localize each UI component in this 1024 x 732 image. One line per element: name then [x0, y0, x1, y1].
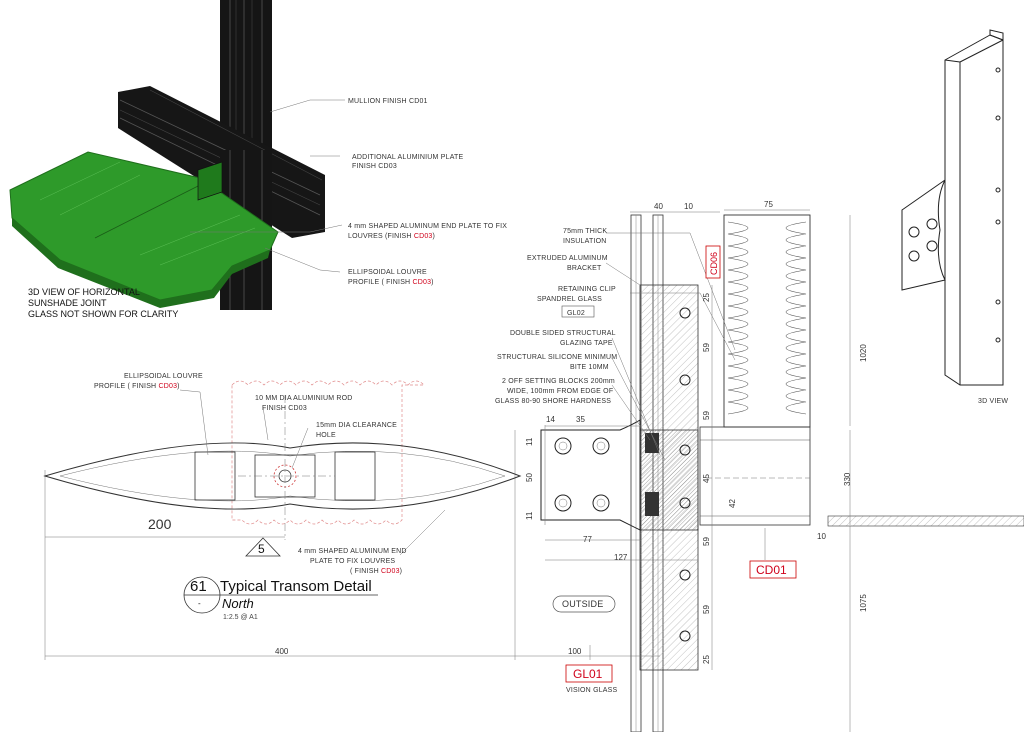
dim-1075: 1075	[859, 594, 868, 612]
label-rod-2: FINISH CD03	[262, 405, 307, 412]
dim-10-slab: 10	[817, 532, 826, 541]
detail-number: 61	[190, 578, 207, 595]
label-insulation-1: 75mm THICK	[563, 228, 607, 235]
bracket-3d-view: 3D VIEW	[901, 29, 1008, 405]
dim-59-d: 59	[702, 605, 711, 614]
label-hole-1: 15mm DIA CLEARANCE	[316, 422, 397, 429]
label-spandrel: SPANDREL GLASS	[537, 296, 602, 303]
dim-11-b: 11	[525, 511, 534, 520]
caption-iso-line1: 3D VIEW OF HORIZONTAL	[28, 287, 140, 297]
label-blocks-1: 2 OFF SETTING BLOCKS 200mm	[502, 378, 615, 385]
dim-59-a: 59	[702, 343, 711, 352]
dim-50: 50	[525, 473, 534, 482]
dim-25-bottom: 25	[702, 655, 711, 664]
detail-scale: 1:2.5 @ A1	[223, 614, 258, 621]
label-endplate-3: ( FINISH CD03)	[350, 568, 402, 575]
label-clip: RETAINING CLIP	[558, 286, 616, 293]
detail-title: Typical Transom Detail	[220, 578, 372, 595]
caption-iso-line2: SUNSHADE JOINT	[28, 298, 107, 308]
title-block: 61 - Typical Transom Detail North 1:2.5 …	[183, 576, 378, 621]
label-bracket-1: EXTRUDED ALUMINUM	[527, 255, 608, 262]
label-insulation-2: INSULATION	[563, 238, 607, 245]
label-prof-2: PROFILE ( FINISH CD03)	[94, 383, 180, 390]
label-blocks-3: GLASS 80-90 SHORE HARDNESS	[495, 398, 611, 405]
label-plate-line1: ADDITIONAL ALUMINIUM PLATE	[352, 154, 464, 161]
dim-127: 127	[614, 553, 628, 562]
dim-25-top: 25	[702, 293, 711, 302]
label-endplate-1: 4 mm SHAPED ALUMINUM END	[298, 548, 407, 555]
dim-400: 400	[275, 647, 289, 656]
label-silicone-1: STRUCTURAL SILICONE MINIMUM	[497, 354, 617, 361]
dim-1020: 1020	[859, 344, 868, 362]
section-detail	[44, 209, 1024, 732]
dim-330: 330	[843, 472, 852, 486]
label-endplate-2: PLATE TO FIX LOUVRES	[310, 558, 395, 565]
dim-35: 35	[576, 415, 585, 424]
louvre-profile-detail	[43, 380, 522, 557]
dim-75: 75	[764, 200, 773, 209]
section-labels: 75mm THICK INSULATION EXTRUDED ALUMINUM …	[275, 200, 868, 694]
dim-59-b: 59	[702, 411, 711, 420]
dim-59-c: 59	[702, 537, 711, 546]
label-blocks-2: WIDE, 100mm FROM EDGE OF	[507, 388, 613, 395]
label-plate-line2: FINISH CD03	[352, 163, 397, 170]
label-vision-glass: VISION GLASS	[566, 687, 618, 694]
dim-77: 77	[583, 535, 592, 544]
dim-40: 40	[654, 202, 663, 211]
label-tape-2: GLAZING TAPE	[560, 340, 613, 347]
label-silicone-2: BITE 10MM	[570, 364, 609, 371]
iso-sunshade-joint	[9, 0, 345, 310]
detail-subtitle: North	[222, 596, 254, 611]
caption-3d-view: 3D VIEW	[978, 398, 1008, 405]
dim-10-top: 10	[684, 202, 693, 211]
louvre-detail-labels: ELLIPSOIDAL LOUVRE PROFILE ( FINISH CD03…	[94, 373, 407, 575]
label-prof-1: ELLIPSOIDAL LOUVRE	[124, 373, 203, 380]
label-hole-2: HOLE	[316, 432, 336, 439]
label-louvre-line1: ELLIPSOIDAL LOUVRE	[348, 269, 427, 276]
label-cd06: CD06	[709, 252, 719, 275]
label-mullion: MULLION FINISH CD01	[348, 98, 428, 105]
dim-100: 100	[568, 647, 582, 656]
dim-14: 14	[546, 415, 555, 424]
caption-iso-line3: GLASS NOT SHOWN FOR CLARITY	[28, 309, 178, 319]
dim-45: 45	[702, 474, 711, 483]
label-rod-1: 10 MM DIA ALUMINIUM ROD	[255, 395, 353, 402]
label-endplate-line1: 4 mm SHAPED ALUMINUM END PLATE TO FIX	[348, 223, 507, 230]
label-endplate-line2: LOUVRES (FINISH CD03)	[348, 233, 435, 240]
label-gl01: GL01	[573, 667, 603, 681]
label-tape-1: DOUBLE SIDED STRUCTURAL	[510, 330, 616, 337]
dim-42: 42	[728, 499, 737, 508]
label-cd01: CD01	[756, 563, 787, 577]
callout-5: 5	[258, 542, 265, 556]
dim-200: 200	[148, 516, 172, 532]
iso-labels: MULLION FINISH CD01 ADDITIONAL ALUMINIUM…	[28, 98, 507, 319]
label-outside: OUTSIDE	[562, 599, 603, 609]
louvre-edge-shape	[12, 218, 270, 308]
label-bracket-2: BRACKET	[567, 265, 602, 272]
label-gl02: GL02	[567, 310, 585, 317]
label-louvre-line2: PROFILE ( FINISH CD03)	[348, 279, 434, 286]
detail-dash: -	[198, 599, 201, 608]
dim-11-a: 11	[525, 437, 534, 446]
